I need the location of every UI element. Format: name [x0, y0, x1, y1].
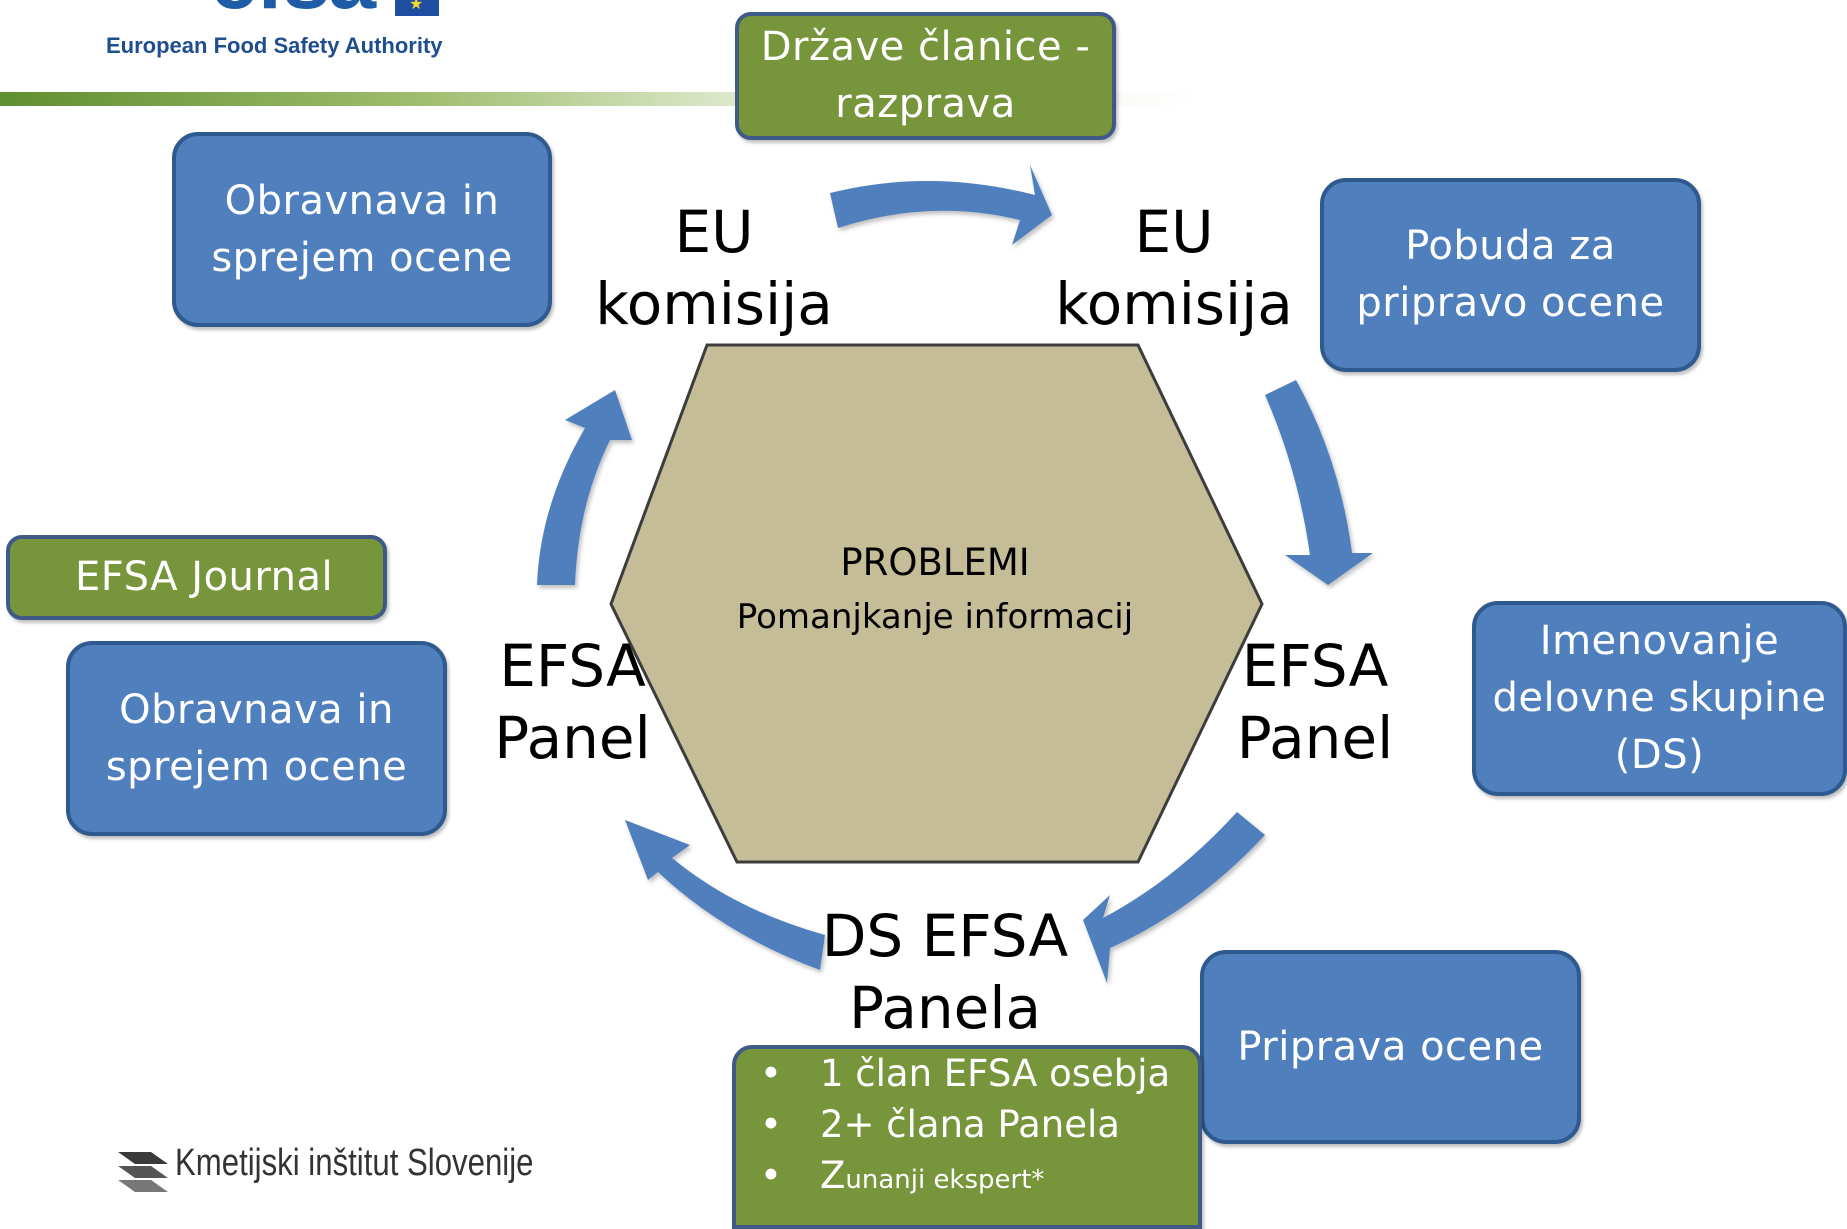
node-eu-komisija-left: EU komisija: [595, 198, 833, 338]
node-efsa-panel-right: EFSA Panel: [1236, 632, 1394, 772]
efsa-logo-text: efsa: [210, 0, 376, 24]
members-list: 1 član EFSA osebja 2+ člana Panela Zunan…: [730, 1048, 1200, 1201]
arrow-lower-right: [1083, 812, 1265, 983]
node-eu-komisija-right: EU komisija: [1055, 198, 1293, 338]
arrow-upper-right: [1265, 380, 1373, 585]
kis-logo-icon: [118, 1152, 168, 1192]
list-item: 1 član EFSA osebja: [730, 1048, 1200, 1099]
box-preparation: Priprava ocene: [1200, 950, 1581, 1144]
box-initiative: Pobuda za pripravo ocene: [1320, 178, 1701, 372]
box-appointment: Imenovanje delovne skupine (DS): [1472, 601, 1847, 796]
kis-logo-text: Kmetijski inštitut Slovenije: [175, 1142, 534, 1184]
node-ds-efsa-panela: DS EFSA Panela: [821, 902, 1069, 1042]
arrow-top: [830, 165, 1052, 245]
center-subtitle: Pomanjkanje informacij: [736, 597, 1134, 637]
problems-hexagon: [609, 343, 1264, 864]
kis-logo: Kmetijski inštitut Slovenije: [113, 1140, 533, 1200]
efsa-subtitle: European Food Safety Authority: [106, 33, 443, 58]
box-member-states: Države članice - razprava: [735, 12, 1116, 140]
arrow-left: [537, 390, 632, 585]
box-review-left: Obravnava in sprejem ocene: [66, 641, 447, 836]
center-text: PROBLEMI Pomanjkanje informacij: [700, 536, 1170, 644]
box-efsa-journal: EFSA Journal: [6, 535, 387, 620]
list-item: 2+ člana Panela: [730, 1099, 1200, 1150]
center-title: PROBLEMI: [840, 541, 1030, 584]
box-review-top: Obravnava in sprejem ocene: [172, 132, 552, 327]
arrow-lower-left: [625, 820, 825, 970]
node-efsa-panel-left: EFSA Panel: [494, 632, 651, 772]
list-item: Zunanji ekspert*: [730, 1150, 1200, 1201]
efsa-logo: efsa ★: [105, 0, 465, 65]
eu-flag-icon: ★: [395, 0, 439, 16]
